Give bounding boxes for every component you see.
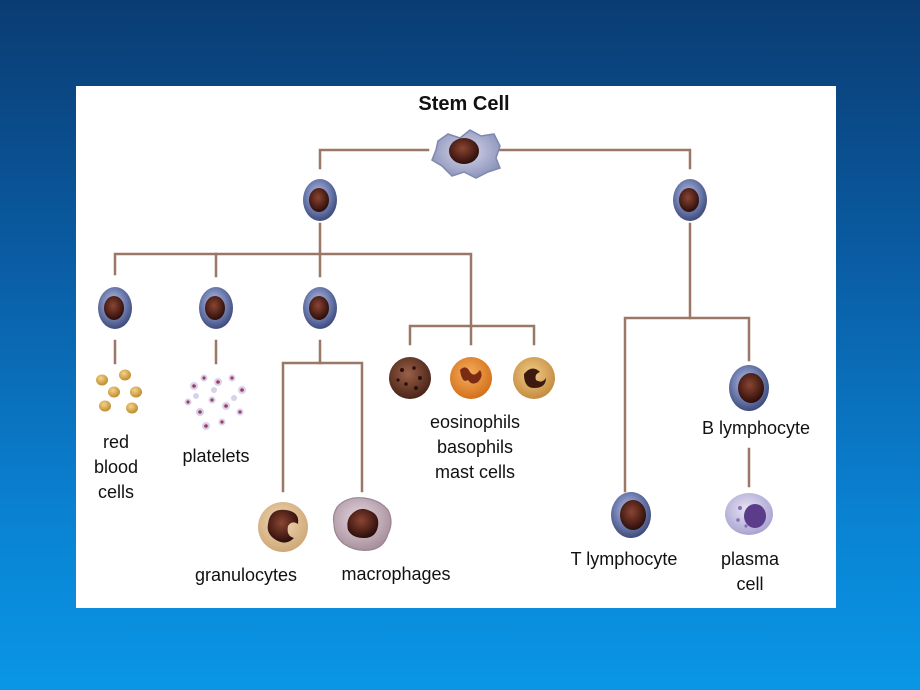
megakaryocyte-precursor-icon — [199, 287, 233, 329]
connector-to-granulocytes — [281, 339, 322, 493]
granulocyte-icon — [258, 502, 308, 552]
plasma-cell-icon — [725, 493, 773, 535]
eosinophil-icon — [389, 357, 431, 399]
diagram-panel: Stem Cell red blood cells platelets eosi… — [76, 86, 836, 608]
mast-cell-icon — [513, 357, 555, 399]
plasma-cell-label-line-1: plasma — [720, 549, 780, 569]
myelomonocytic-precursor-icon — [303, 287, 337, 329]
plasma-cell-label: plasma cell — [702, 547, 798, 597]
erythroid-precursor-icon — [98, 287, 132, 329]
hematopoiesis-tree — [96, 129, 773, 552]
connector-myeloid-bus — [113, 252, 473, 328]
eosinophils-label: eosinophils — [429, 412, 521, 432]
myeloid-progenitor-icon — [303, 179, 337, 221]
connector-stem-right — [498, 148, 692, 170]
red-blood-cells-label-line-3: cells — [97, 482, 134, 502]
basophils-label: basophils — [436, 437, 514, 457]
b-lymphocyte-label: B lymphocyte — [701, 418, 811, 438]
t-lymphocyte-label: T lymphocyte — [570, 549, 678, 569]
mast-cells-label: mast cells — [434, 462, 515, 482]
b-lymphocyte-icon — [729, 365, 769, 411]
connector-lymphoid-bus — [623, 316, 751, 493]
red-blood-cells-label-line-1: red — [102, 432, 129, 452]
connector-lines — [113, 148, 751, 493]
connector-to-macrophages — [318, 361, 364, 493]
plasma-cell-label-line-2: cell — [736, 574, 764, 594]
lymphoid-progenitor-icon — [673, 179, 707, 221]
basophil-icon — [450, 357, 492, 399]
connector-stem-left — [318, 148, 430, 170]
stem-cell-icon — [431, 129, 501, 179]
red-blood-cells-icon — [96, 369, 142, 414]
granulocytes-label: granulocytes — [194, 565, 298, 585]
macrophages-label: macrophages — [341, 564, 451, 584]
eosinophils-group-label: eosinophils basophils mast cells — [410, 410, 540, 485]
red-blood-cells-label: red blood cells — [76, 430, 156, 505]
platelets-icon — [184, 374, 246, 430]
platelets-label: platelets — [182, 446, 250, 466]
t-lymphocyte-icon — [611, 492, 651, 538]
macrophage-icon — [332, 497, 392, 551]
stem-cell-label: Stem Cell — [418, 93, 510, 115]
red-blood-cells-label-line-2: blood — [93, 457, 139, 477]
